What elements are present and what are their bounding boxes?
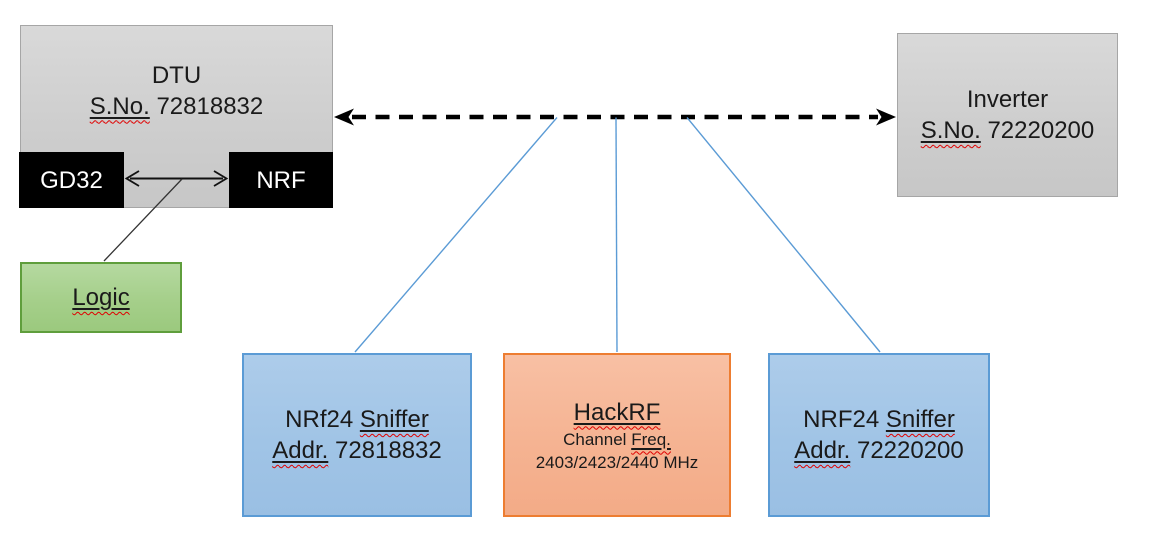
arrowhead-right-icon [876,108,896,126]
sniffer1-box: NRf24 Sniffer Addr. 72818832 [242,353,472,517]
dtu-serial-number: 72818832 [156,92,264,120]
hackrf-channel-word: Channel [563,429,627,449]
dtu-title: DTU [151,61,202,89]
arrowhead-left-icon [334,108,354,126]
link-to-hackrf-line [615,117,618,353]
logic-box: Logic [20,262,182,333]
hackrf-frequencies: 2403/2423/2440 MHz [535,452,699,472]
sniffer1-name-line: NRf24 Sniffer [285,404,429,435]
dtu-serial-line: S.No. 72818832 [90,91,263,122]
hackrf-title: HackRF [573,398,661,426]
dtu-serial-prefix: S.No. [89,92,150,120]
sniffer1-name: NRf24 [285,406,354,433]
inverter-serial-prefix: S.No. [920,117,981,144]
hackrf-box: HackRF Channel Freq. 2403/2423/2440 MHz [503,353,731,517]
sniffer1-addr-line: Addr. 72818832 [272,435,442,466]
sniffer2-addr-line: Addr. 72220200 [794,435,964,466]
sniffer2-addr: 72220200 [856,437,964,464]
sniffer2-name-line: NRF24 Sniffer [803,404,955,435]
nrf-box: NRF [229,152,333,208]
logic-label: Logic [72,284,130,311]
sniffer2-box: NRF24 Sniffer Addr. 72220200 [768,353,990,517]
sniffer2-role: Sniffer [885,406,955,433]
sniffer2-name: NRF24 [803,406,880,433]
link-to-sniffer2-line [686,117,881,353]
gd32-label: GD32 [40,166,103,194]
hackrf-channel-line: Channel Freq. [563,428,671,451]
inverter-title: Inverter [966,86,1049,113]
hackrf-freq-word: Freq. [631,429,671,449]
link-to-sniffer1-line [354,117,558,353]
sniffer1-role: Sniffer [359,406,429,433]
inverter-box: Inverter S.No. 72220200 [897,33,1118,197]
gd32-box: GD32 [19,152,124,208]
inverter-serial-number: 72220200 [987,117,1095,144]
nrf-label: NRF [256,166,306,194]
sniffer1-addr-prefix: Addr. [272,437,329,464]
sniffer1-addr: 72818832 [334,437,442,464]
sniffer2-addr-prefix: Addr. [794,437,851,464]
inverter-serial-line: S.No. 72220200 [921,115,1094,146]
